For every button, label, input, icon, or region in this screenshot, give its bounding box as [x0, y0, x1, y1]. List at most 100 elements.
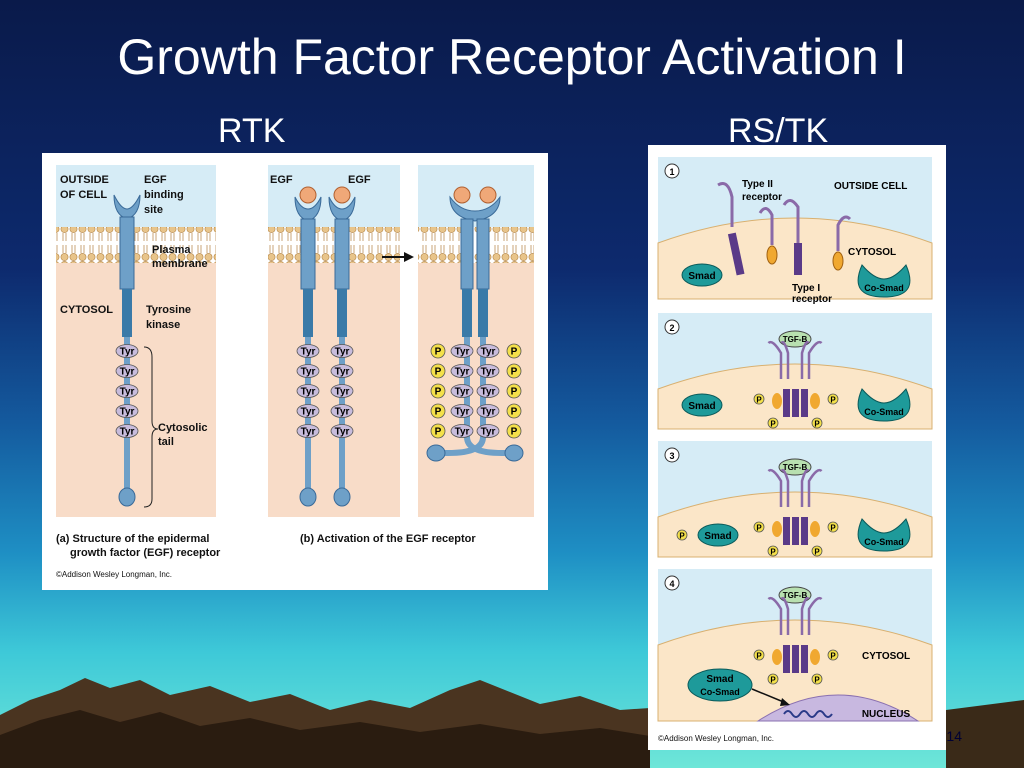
slide-title: Growth Factor Receptor Activation I	[117, 29, 907, 85]
step-number: 3	[669, 451, 674, 461]
tyr-label: Tyr	[301, 347, 316, 358]
page-number: 14	[946, 728, 962, 744]
phospho-label: P	[770, 676, 776, 685]
svg-text:kinase: kinase	[146, 319, 180, 331]
svg-text:©Addison Wesley Longman, Inc.: ©Addison Wesley Longman, Inc.	[658, 734, 774, 743]
svg-text:©Addison Wesley Longman, Inc.: ©Addison Wesley Longman, Inc.	[56, 570, 172, 579]
tyr-label: Tyr	[455, 407, 470, 418]
tyr-label: Tyr	[455, 367, 470, 378]
tyr-label: Tyr	[120, 367, 135, 378]
tyr-label: Tyr	[335, 387, 350, 398]
co-smad-label: Co-Smad	[864, 537, 904, 547]
tgf-label: TGF-B	[783, 335, 808, 344]
phospho-label: P	[511, 367, 518, 378]
phospho-label: P	[435, 427, 442, 438]
phospho-label: P	[814, 676, 820, 685]
mountain-silhouette	[0, 678, 1024, 768]
phospho-label: P	[756, 524, 762, 533]
phospho-label: P	[435, 407, 442, 418]
nucleus-label: NUCLEUS	[862, 709, 911, 720]
step-number: 2	[669, 323, 674, 333]
co-smad-label: Co-Smad	[864, 283, 904, 293]
phospho-label: P	[814, 548, 820, 557]
phospho-label: P	[511, 407, 518, 418]
tyr-label: Tyr	[335, 347, 350, 358]
tyr-label: Tyr	[120, 347, 135, 358]
smad-label: Smad	[688, 401, 715, 412]
svg-text:growth factor (EGF) receptor: growth factor (EGF) receptor	[70, 547, 221, 559]
svg-text:tail: tail	[158, 436, 174, 448]
svg-text:EGF: EGF	[270, 174, 293, 186]
cytosol-label: CYTOSOL	[848, 247, 896, 258]
outside-cell-label: OUTSIDE CELL	[834, 181, 907, 192]
tyr-label: Tyr	[301, 387, 316, 398]
tyr-label: Tyr	[335, 407, 350, 418]
smad-label: Smad	[704, 531, 731, 542]
step-number: 4	[669, 579, 674, 589]
tyr-label: Tyr	[481, 367, 496, 378]
tyr-label: Tyr	[481, 347, 496, 358]
phospho-label: P	[830, 524, 836, 533]
svg-text:Tyrosine: Tyrosine	[146, 304, 191, 316]
tyr-label: Tyr	[335, 427, 350, 438]
svg-text:site: site	[144, 204, 163, 216]
svg-text:membrane: membrane	[152, 258, 208, 270]
phospho-label: P	[511, 347, 518, 358]
tgf-label: TGF-B	[783, 591, 808, 600]
rstk-heading: RS/TK	[728, 112, 829, 150]
tyr-label: Tyr	[120, 407, 135, 418]
svg-text:OF CELL: OF CELL	[60, 189, 107, 201]
phospho-label: P	[756, 652, 762, 661]
step-number: 1	[669, 167, 674, 177]
svg-text:(b) Activation of the EGF rece: (b) Activation of the EGF receptor	[300, 533, 476, 545]
svg-text:(a) Structure of the epidermal: (a) Structure of the epidermal	[56, 533, 209, 545]
tyr-label: Tyr	[481, 407, 496, 418]
phospho-label: P	[511, 427, 518, 438]
tyr-label: Tyr	[301, 427, 316, 438]
phospho-label: P	[435, 367, 442, 378]
type2-label: receptor	[742, 192, 782, 203]
tyr-label: Tyr	[301, 367, 316, 378]
type1-label: receptor	[792, 294, 832, 305]
smad-label: Smad	[688, 271, 715, 282]
tyr-label: Tyr	[335, 367, 350, 378]
svg-text:EGF: EGF	[348, 174, 371, 186]
phospho-label: P	[770, 548, 776, 557]
svg-text:binding: binding	[144, 189, 184, 201]
smad-label: Smad	[706, 674, 733, 685]
phospho-label: P	[511, 387, 518, 398]
co-smad-label: Co-Smad	[700, 687, 740, 697]
phospho-label: P	[435, 347, 442, 358]
tyr-label: Tyr	[481, 387, 496, 398]
tyr-label: Tyr	[120, 427, 135, 438]
phospho-label: P	[770, 420, 776, 429]
phospho-label: P	[679, 532, 685, 541]
phospho-label: P	[756, 396, 762, 405]
type2-label: Type II	[742, 179, 773, 190]
svg-text:EGF: EGF	[144, 174, 167, 186]
svg-text:Cytosolic: Cytosolic	[158, 422, 208, 434]
svg-text:OUTSIDE: OUTSIDE	[60, 174, 109, 186]
tyr-label: Tyr	[120, 387, 135, 398]
tyr-label: Tyr	[481, 427, 496, 438]
tyr-label: Tyr	[301, 407, 316, 418]
tyr-label: Tyr	[455, 387, 470, 398]
tgf-label: TGF-B	[783, 463, 808, 472]
svg-text:Plasma: Plasma	[152, 244, 191, 256]
tyr-label: Tyr	[455, 347, 470, 358]
tyr-label: Tyr	[455, 427, 470, 438]
phospho-label: P	[814, 420, 820, 429]
rtk-heading: RTK	[218, 112, 286, 150]
phospho-label: P	[830, 396, 836, 405]
